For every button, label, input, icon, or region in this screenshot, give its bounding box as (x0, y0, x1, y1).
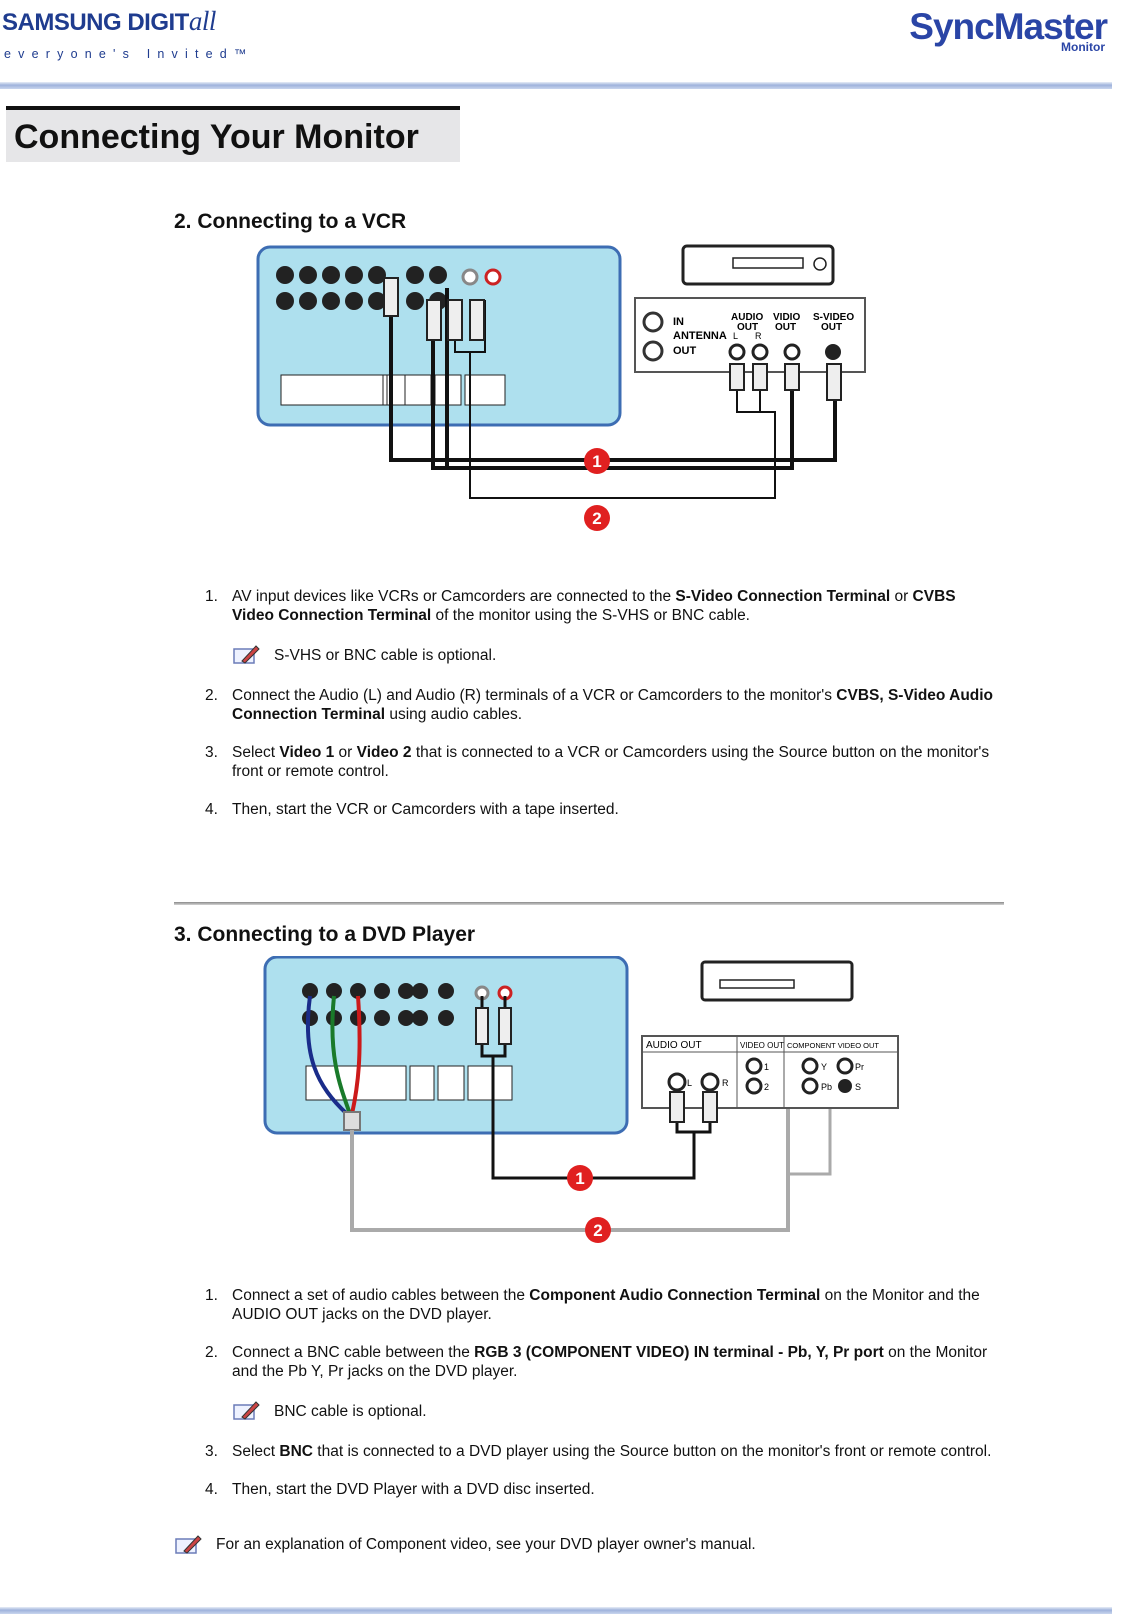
dvd-output-jacks (667, 1057, 854, 1095)
syncmaster-logo: SyncMaster Monitor (887, 6, 1108, 56)
vcr-knob (813, 257, 827, 271)
note-pencil-icon (175, 1535, 202, 1554)
dvd-label-y: Y (821, 1062, 827, 1072)
monitor-jacks-dvd (302, 983, 513, 1026)
dvd-label-s: S (855, 1082, 861, 1092)
antenna-in-jack (642, 311, 664, 333)
section-heading-vcr: 2. Connecting to a VCR (174, 210, 407, 233)
product-name: SyncMaster (909, 6, 1108, 47)
vcr-terminal-panel (634, 297, 866, 373)
brand-tagline: everyone's Invited™ (4, 47, 254, 61)
vcr-note: S-VHS or BNC cable is optional. (200, 645, 1000, 665)
vcr-step-3: 3. Select Video 1 or Video 2 that is con… (205, 744, 990, 780)
bnc-connector (343, 1111, 361, 1131)
vcr-label-l: L (733, 331, 738, 341)
vcr-step-2: 2. Connect the Audio (L) and Audio (R) t… (205, 687, 994, 723)
vcr-connection-diagram: IN ANTENNA OUT AUDIO OUT L R VIDIO OUT S… (256, 244, 866, 531)
vcr-label-svideo: S-VIDEO (813, 312, 854, 323)
product-subtitle: Monitor (1061, 40, 1105, 54)
dvd-callout-2: 2 (593, 1221, 602, 1240)
vcr-plugs (383, 277, 842, 401)
note-pencil-icon (233, 645, 260, 664)
vcr-label-antenna: ANTENNA (673, 330, 727, 342)
samsung-logo: SAMSUNG DIGITall everyone's Invited™ (0, 0, 246, 70)
monitor-label-blocks-dvd (305, 1065, 513, 1101)
dvd-step-2: 2. Connect a BNC cable between the RGB 3… (205, 1344, 988, 1380)
vcr-tape-slot (732, 257, 804, 269)
vcr-step-1: 1. AV input devices like VCRs or Camcord… (205, 588, 956, 624)
vcr-label-audio: AUDIO (731, 312, 763, 323)
vcr-label-out: OUT (673, 345, 697, 357)
section-heading-dvd: 3. Connecting to a DVD Player (174, 923, 476, 946)
section-divider (174, 902, 1004, 905)
vcr-label-in: IN (673, 316, 684, 328)
vcr-steps-list: 1. AV input devices like VCRs or Camcord… (200, 587, 1000, 819)
dvd-step-1: 1. Connect a set of audio cables between… (205, 1287, 980, 1323)
page-title: Connecting Your Monitor (14, 118, 419, 156)
vcr-label-video-out: OUT (775, 322, 796, 333)
dvd-label-pr: Pr (855, 1062, 864, 1072)
dvd-connection-diagram: AUDIO OUT VIDEO OUT COMPONENT VIDEO OUT … (263, 956, 899, 1243)
dvd-step-4: 4. Then, start the DVD Player with a DVD… (205, 1481, 595, 1498)
dvd-label-1: 1 (764, 1062, 769, 1072)
callout-2: 2 (592, 509, 601, 528)
component-video-note: For an explanation of Component video, s… (174, 1535, 756, 1554)
callout-1: 1 (592, 452, 601, 471)
footer-divider-band (0, 1607, 1112, 1614)
header-divider-band (0, 82, 1112, 89)
callout-2-marker (584, 505, 610, 531)
dvd-label-2: 2 (764, 1082, 769, 1092)
dvd-note: BNC cable is optional. (200, 1401, 1000, 1421)
antenna-out-jack (642, 340, 664, 362)
dvd-label-component-out: COMPONENT VIDEO OUT (787, 1041, 879, 1050)
dvd-steps-list: 1. Connect a set of audio cables between… (200, 1286, 1000, 1499)
callout-1-marker (584, 448, 610, 474)
page-title-box: Connecting Your Monitor (6, 106, 460, 162)
vcr-label-video: VIDIO (773, 312, 800, 323)
dvd-label-pb: Pb (821, 1082, 832, 1092)
note-pencil-icon (233, 1401, 260, 1420)
vcr-label-r: R (755, 331, 762, 341)
dvd-callout-2-marker (585, 1217, 611, 1243)
vcr-label-svideo-out: OUT (821, 322, 842, 333)
dvd-callout-1-marker (567, 1165, 593, 1191)
vcr-output-jacks (728, 343, 841, 361)
vcr-label-audio-out: OUT (737, 322, 758, 333)
brand-wordmark: SAMSUNG DIGITall (2, 6, 216, 36)
dvd-label-video-out: VIDEO OUT (740, 1041, 784, 1050)
dvd-plugs (475, 1007, 718, 1123)
dvd-label-audio-out: AUDIO OUT (646, 1040, 702, 1051)
dvd-step-3: 3. Select BNC that is connected to a DVD… (205, 1443, 992, 1460)
dvd-label-r: R (722, 1078, 729, 1088)
dvd-disc-tray (719, 979, 795, 989)
dvd-label-l: L (687, 1078, 692, 1088)
component-video-cables (305, 995, 362, 1116)
dvd-callout-1: 1 (575, 1169, 584, 1188)
vcr-step-4: 4. Then, start the VCR or Camcorders wit… (205, 801, 619, 818)
